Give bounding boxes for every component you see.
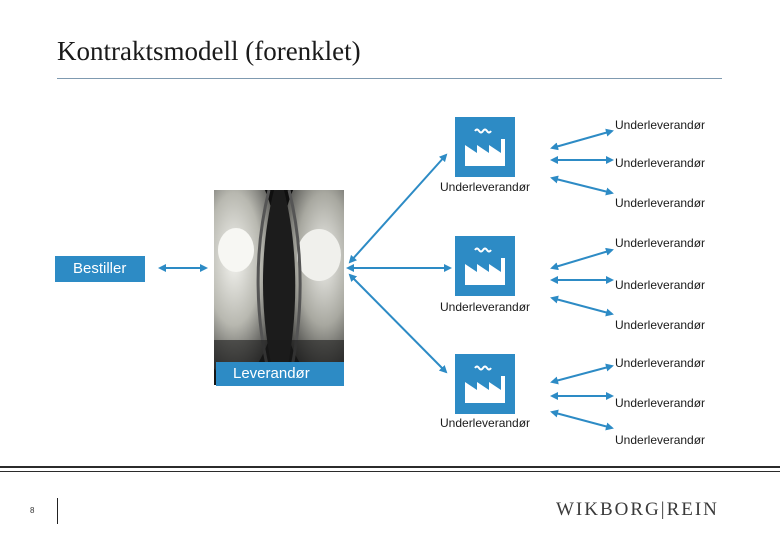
sub-label-right-4: Underleverandør — [615, 236, 706, 250]
wikborg-rein-logo: WIKBORG|REIN — [556, 499, 719, 520]
leverandor-box: Leverandør — [216, 362, 344, 386]
arrow-f1-sub3 — [550, 175, 614, 196]
arrow-leverandor-factory-1 — [348, 153, 448, 264]
sub-label-right-5: Underleverandør — [615, 278, 706, 292]
factory-icon — [455, 117, 515, 177]
sub-label-right-8: Underleverandør — [615, 396, 706, 410]
sub-label-mid-2: Underleverandør — [440, 300, 531, 314]
page-number-separator — [57, 498, 58, 524]
footer-rule-top — [0, 466, 780, 468]
arrow-leverandor-factory-3 — [348, 273, 448, 374]
title-divider — [57, 78, 722, 79]
arrow-f3-sub3 — [550, 409, 614, 431]
sub-label-mid-1: Underleverandør — [440, 180, 531, 194]
sub-label-right-7: Underleverandør — [615, 356, 706, 370]
arrow-f2-sub3 — [550, 295, 614, 317]
factory-icon — [455, 354, 515, 414]
sub-label-right-3: Underleverandør — [615, 196, 706, 210]
sub-label-right-6: Underleverandør — [615, 318, 706, 332]
pipes-image — [214, 190, 344, 385]
footer-rule-bottom — [0, 471, 780, 472]
arrow-f1-sub1 — [550, 128, 614, 151]
sub-label-mid-3: Underleverandør — [440, 416, 531, 430]
bestiller-box: Bestiller — [55, 256, 145, 282]
pipes-photo — [214, 190, 344, 385]
sub-label-right-9: Underleverandør — [615, 433, 706, 447]
arrow-f3-sub1 — [550, 363, 614, 385]
page-number: 8 — [30, 506, 35, 515]
page-title: Kontraktsmodell (forenklet) — [57, 36, 361, 66]
sub-label-right-2: Underleverandør — [615, 156, 706, 170]
arrow-f2-sub1 — [550, 247, 614, 271]
sub-label-right-1: Underleverandør — [615, 118, 706, 132]
factory-icon — [455, 236, 515, 296]
